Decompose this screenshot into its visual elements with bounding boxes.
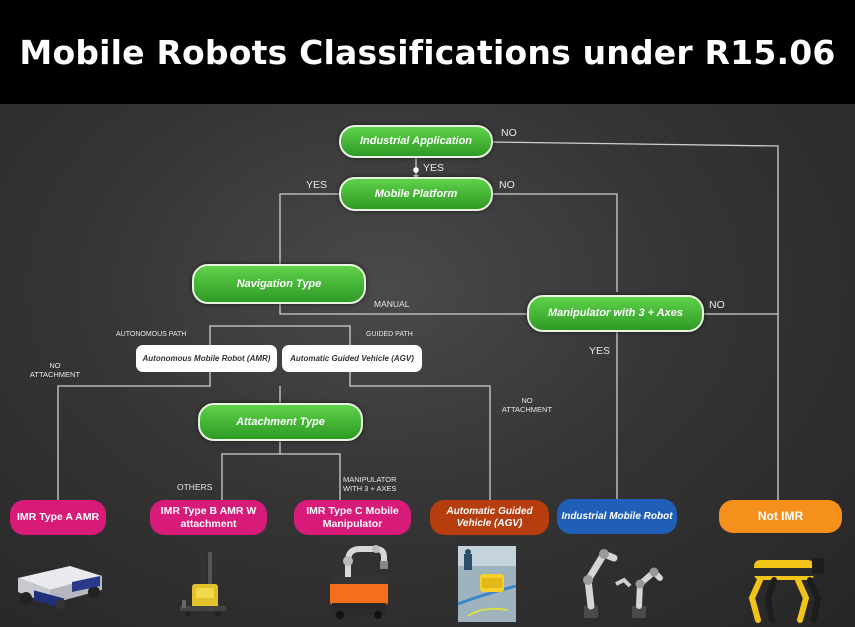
- label-guided-path: GUIDED PATH: [366, 331, 413, 338]
- outcome-not-imr: Not IMR: [719, 500, 842, 533]
- outcome-imr-type-a: IMR Type A AMR: [10, 500, 106, 535]
- outcome-industrial-mobile-robot: Industrial Mobile Robot: [557, 499, 677, 534]
- label-no-manipulator: NO: [709, 299, 725, 311]
- navigation-type-node: Navigation Type: [192, 264, 366, 304]
- attachment-type-node: Attachment Type: [198, 403, 363, 441]
- label-no-industrial: NO: [501, 127, 517, 139]
- outcome-agv: Automatic Guided Vehicle (AGV): [430, 500, 549, 535]
- header-bar: Mobile Robots Classifications under R15.…: [0, 0, 855, 104]
- pallet-mover-robot-icon: [180, 548, 226, 617]
- label-yes-mobile: YES: [306, 179, 328, 191]
- amr-node: Autonomous Mobile Robot (AMR): [136, 345, 277, 372]
- connector-nav-split: [209, 325, 351, 345]
- connector-lines: [57, 141, 779, 502]
- mobile-platform-node: Mobile Platform: [339, 177, 493, 211]
- outcome-imr-type-c: IMR Type C Mobile Manipulator: [294, 500, 411, 535]
- label-manual: MANUAL: [374, 299, 410, 309]
- connector-mobile-yes: [279, 193, 342, 264]
- label-no-attachment-left: NO ATTACHMENT: [29, 361, 81, 379]
- connector-industrial-no: [490, 141, 779, 502]
- agv-warehouse-icon: [458, 546, 516, 622]
- connector-mobile-no: [492, 193, 618, 292]
- outcome-imr-type-b: IMR Type B AMR W attachment: [150, 500, 267, 535]
- wheeled-base-robot-icon: [18, 566, 102, 609]
- connector-attachment-c: [280, 453, 341, 500]
- connector-amr-noattach: [57, 372, 211, 501]
- robot-arms-icon: [583, 549, 663, 618]
- label-manipulator-3-axes: MANIPULATOR WITH 3 + AXES: [343, 475, 397, 493]
- label-autonomous-path: AUTONOMOUS PATH: [116, 331, 187, 338]
- industrial-application-node: Industrial Application: [339, 125, 493, 158]
- label-no-attachment-right: NO ATTACHMENT: [501, 396, 553, 414]
- connector-manual: [279, 299, 529, 315]
- connector-agv-noattach: [349, 372, 491, 500]
- mobile-manipulator-robot-icon: [330, 545, 388, 619]
- agv-node: Automatic Guided Vehicle (AGV): [282, 345, 422, 372]
- connector-dot: [413, 167, 419, 173]
- connector-attachment-split: [221, 439, 281, 500]
- quadruped-robot-icon: [748, 558, 824, 623]
- label-no-mobile: NO: [499, 179, 515, 191]
- manipulator-node: Manipulator with 3 + Axes: [527, 295, 704, 332]
- page-title: Mobile Robots Classifications under R15.…: [19, 32, 836, 72]
- label-yes-manipulator: YES: [589, 345, 611, 357]
- flowchart-canvas: Industrial Application Mobile Platform N…: [0, 104, 855, 627]
- label-yes-industrial: YES: [423, 162, 445, 174]
- label-others: OTHERS: [177, 482, 213, 492]
